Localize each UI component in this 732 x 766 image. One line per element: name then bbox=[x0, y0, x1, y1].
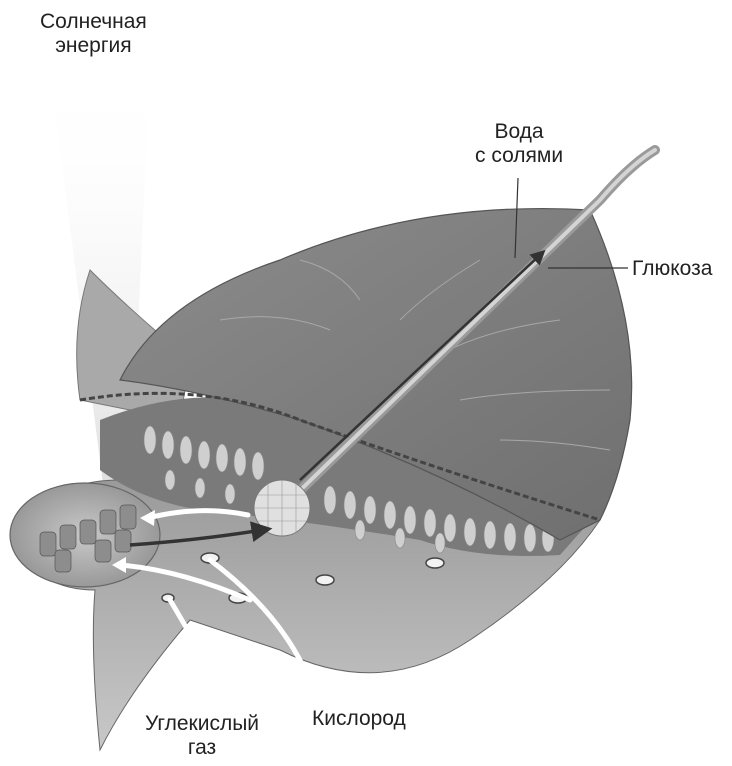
label-water-salts: Вода с солями bbox=[475, 120, 563, 168]
label-carbon-dioxide: Углекислый газ bbox=[145, 712, 259, 760]
label-solar-energy: Солнечная энергия bbox=[40, 10, 147, 58]
label-glucose: Глюкоза bbox=[632, 257, 712, 281]
label-oxygen: Кислород bbox=[312, 707, 406, 731]
